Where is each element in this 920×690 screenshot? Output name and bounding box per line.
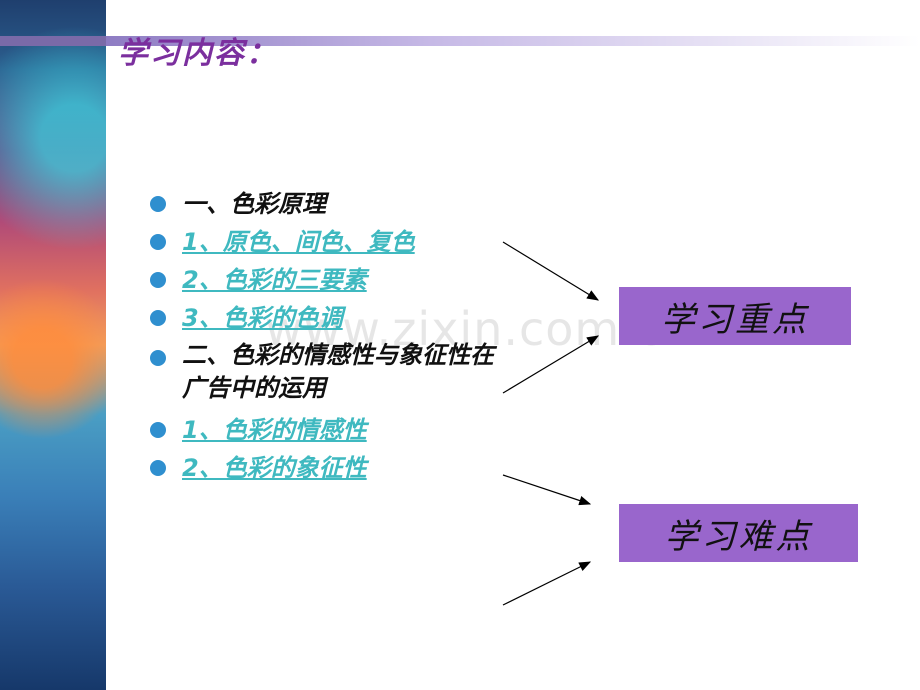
list-item-color-principles: 一、色彩原理: [150, 185, 510, 223]
arrow-to-difficulties-top: [502, 474, 592, 506]
decorative-side-panel: [0, 0, 106, 690]
arrow-to-key-points-bottom: [502, 335, 600, 394]
arrow-to-difficulties-bottom: [502, 561, 592, 606]
list-item-label: 二、色彩的情感性与象征性在广告中的运用: [182, 341, 494, 402]
link-color-emotion[interactable]: 1、色彩的情感性: [182, 416, 367, 444]
bullet-dot-icon: [150, 350, 166, 366]
link-primary-secondary-colors[interactable]: 1、原色、间色、复色: [182, 228, 415, 256]
list-item-color-emotion[interactable]: 1、色彩的情感性: [150, 411, 510, 449]
bullet-dot-icon: [150, 310, 166, 326]
header-bar: [106, 36, 920, 46]
arrow-to-key-points-top: [502, 241, 600, 301]
list-item-primary-secondary-colors[interactable]: 1、原色、间色、复色: [150, 223, 510, 261]
bullet-dot-icon: [150, 460, 166, 476]
content-list: 一、色彩原理 1、原色、间色、复色 2、色彩的三要素 3、色彩的色调 二、色彩的…: [150, 185, 510, 487]
list-item-three-elements[interactable]: 2、色彩的三要素: [150, 261, 510, 299]
list-item-label: 一、色彩原理: [182, 190, 326, 218]
difficulties-box: 学习难点: [619, 504, 858, 562]
list-item-color-tone[interactable]: 3、色彩的色调: [150, 299, 510, 337]
header-bar-left: [0, 36, 106, 46]
bullet-dot-icon: [150, 234, 166, 250]
link-color-symbolism[interactable]: 2、色彩的象征性: [182, 454, 367, 482]
bullet-dot-icon: [150, 272, 166, 288]
key-points-box: 学习重点: [619, 287, 851, 345]
link-color-tone[interactable]: 3、色彩的色调: [182, 304, 343, 332]
list-item-emotion-symbolism: 二、色彩的情感性与象征性在广告中的运用: [150, 339, 510, 405]
list-item-color-symbolism[interactable]: 2、色彩的象征性: [150, 449, 510, 487]
page-title: 学习内容：: [118, 36, 278, 71]
bullet-dot-icon: [150, 196, 166, 212]
bullet-dot-icon: [150, 422, 166, 438]
link-three-elements[interactable]: 2、色彩的三要素: [182, 266, 367, 294]
